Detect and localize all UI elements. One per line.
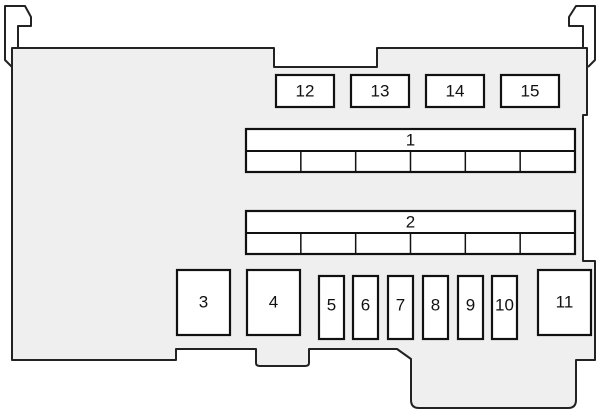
relay-11 [536, 268, 593, 337]
fuse-6 [351, 274, 380, 341]
right-mounting-hook [568, 5, 596, 68]
fuse-10-label: 10 [495, 296, 514, 315]
fuse-12-label: 12 [296, 82, 315, 101]
fuse-13-label: 13 [371, 82, 390, 101]
fuse-13 [349, 73, 411, 109]
fuse-8 [421, 274, 450, 341]
fuse-9 [456, 274, 485, 341]
relay-3-label: 3 [199, 293, 208, 312]
relay-4 [245, 268, 302, 337]
fuse-15-label: 15 [521, 82, 540, 101]
fuse-9-label: 9 [466, 296, 475, 315]
fuse-5 [317, 274, 346, 341]
fuse-block-2-label: 2 [406, 213, 415, 232]
relay-11-label: 11 [556, 293, 574, 312]
fuse-7-label: 7 [396, 296, 405, 315]
fuse-10 [490, 274, 519, 341]
fuse-15 [499, 73, 561, 109]
fuse-5-label: 5 [327, 296, 336, 315]
fuse-7 [386, 274, 415, 341]
fuse-14-label: 14 [446, 82, 465, 101]
fuse-14 [424, 73, 486, 109]
fuse-6-label: 6 [361, 296, 370, 315]
relay-3 [175, 268, 232, 337]
fuse-12 [274, 73, 336, 109]
fuse-8-label: 8 [431, 296, 440, 315]
relay-4-label: 4 [269, 293, 278, 312]
fuse-block-1-label: 1 [406, 131, 415, 150]
